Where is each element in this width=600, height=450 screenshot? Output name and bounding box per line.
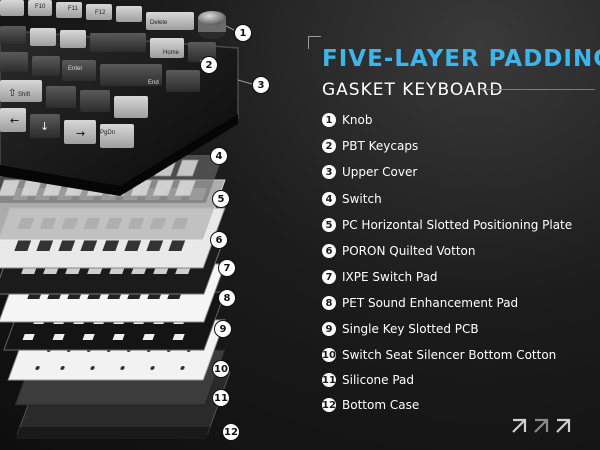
number-badge: 9	[322, 322, 336, 336]
number-badge: 8	[322, 296, 336, 310]
list-item: 2 PBT Keycaps	[322, 136, 418, 156]
marker-2: 2	[200, 56, 218, 74]
svg-text:⇧: ⇧	[8, 88, 16, 99]
marker-10: 10	[212, 360, 230, 378]
marker-4: 4	[210, 147, 228, 165]
list-item: 11 Silicone Pad	[322, 370, 414, 390]
keycap-shift: Shift	[18, 92, 31, 98]
marker-5: 5	[212, 190, 230, 208]
number-badge: 11	[322, 373, 336, 387]
list-item: 3 Upper Cover	[322, 162, 417, 182]
list-item: 9 Single Key Slotted PCB	[322, 319, 479, 339]
keycap-f10: F10	[35, 4, 46, 10]
knob-icon	[198, 11, 226, 39]
number-badge: 10	[322, 348, 336, 362]
keycap-delete: Delete	[150, 20, 168, 26]
list-item: 1 Knob	[322, 110, 372, 130]
number-badge: 12	[322, 398, 336, 412]
layer-label: PC Horizontal Slotted Positioning Plate	[342, 218, 573, 232]
marker-8: 8	[218, 289, 236, 307]
number-badge: 2	[322, 139, 336, 153]
keycap-legend-row1: F10 F11 F12 Delete	[0, 0, 200, 30]
layer-label: PET Sound Enhancement Pad	[342, 296, 519, 310]
svg-text:→: →	[76, 127, 85, 140]
exploded-keyboard-illustration: ← ↓ → ⇧	[0, 0, 253, 439]
layer-label: PBT Keycaps	[342, 139, 419, 153]
number-badge: 1	[322, 113, 336, 127]
number-badge: 5	[322, 218, 336, 232]
marker-12: 12	[222, 423, 240, 441]
marker-6: 6	[210, 231, 228, 249]
number-badge: 6	[322, 244, 336, 258]
keycap-end: End	[148, 80, 159, 86]
list-item: 4 Switch	[322, 189, 382, 209]
layer-label: Knob	[342, 113, 373, 127]
layer-label: Switch	[342, 192, 382, 206]
marker-3: 3	[252, 76, 270, 94]
keycap-f12: F12	[95, 10, 106, 16]
title-corner-bracket	[308, 36, 321, 49]
layer-label: Single Key Slotted PCB	[342, 322, 479, 336]
page-title: FIVE-LAYER PADDING	[322, 46, 600, 72]
number-badge: 4	[322, 192, 336, 206]
layer-label: Silicone Pad	[342, 373, 415, 387]
layer-keycaps: ← ↓ → ⇧	[0, 0, 216, 148]
list-item: 6 PORON Quilted Votton	[322, 241, 475, 261]
layer-label: IXPE Switch Pad	[342, 270, 438, 284]
page-subtitle: GASKET KEYBOARD	[322, 80, 504, 100]
list-item: 8 PET Sound Enhancement Pad	[322, 293, 518, 313]
list-item: 10 Switch Seat Silencer Bottom Cotton	[322, 345, 556, 365]
number-badge: 3	[322, 165, 336, 179]
marker-1: 1	[234, 24, 252, 42]
marker-9: 9	[214, 320, 232, 338]
list-item: 5 PC Horizontal Slotted Positioning Plat…	[322, 215, 572, 235]
keycap-home: Home	[163, 50, 180, 56]
title-divider	[480, 89, 595, 90]
svg-text:←: ←	[10, 114, 19, 127]
layer-label: Switch Seat Silencer Bottom Cotton	[342, 348, 557, 362]
layer-label: Upper Cover	[342, 165, 418, 179]
list-item: 7 IXPE Switch Pad	[322, 267, 438, 287]
keycap-f11: F11	[68, 6, 78, 12]
layer-label: PORON Quilted Votton	[342, 244, 476, 258]
list-item: 12 Bottom Case	[322, 395, 419, 415]
marker-11: 11	[212, 389, 230, 407]
keycap-enter: Enter	[68, 66, 83, 72]
marker-7: 7	[218, 259, 236, 277]
svg-text:↓: ↓	[40, 120, 49, 133]
number-badge: 7	[322, 270, 336, 284]
layer-label: Bottom Case	[342, 398, 420, 412]
brand-arrows-logo	[512, 418, 571, 433]
keycap-pgdn: PgDn	[100, 130, 116, 136]
